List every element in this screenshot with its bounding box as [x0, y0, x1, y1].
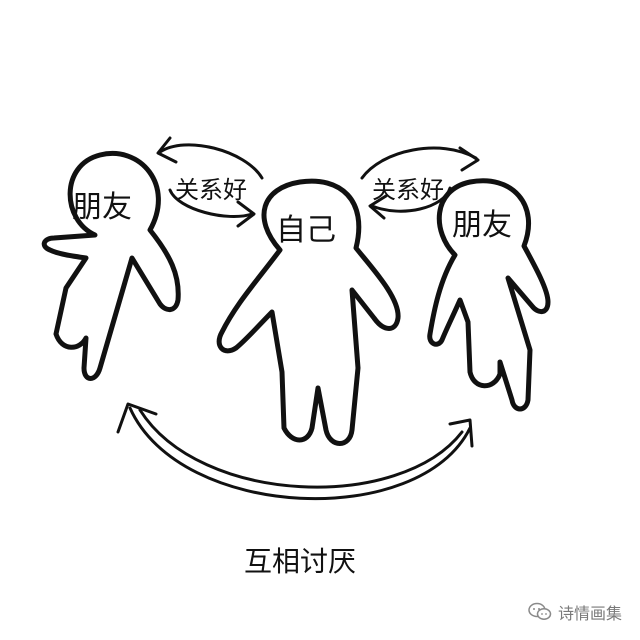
- arrow-left-bottom-head: [236, 200, 256, 228]
- arrow-bottom-arc-outer: [128, 406, 472, 501]
- arrow-right-bottom-head: [368, 194, 388, 220]
- figure-left-outline: [41, 151, 181, 381]
- arrow-bottom-left-head: [116, 402, 158, 434]
- chat-bubble-icon: [528, 602, 552, 620]
- relation-left-label: 关系好: [175, 176, 247, 204]
- watermark-text: 诗情画集: [557, 604, 622, 623]
- arrow-bottom-right-head: [448, 418, 474, 448]
- figure-center-label: 自己: [276, 213, 336, 248]
- arrow-right-top-head: [458, 146, 480, 172]
- figure-right-outline: [427, 178, 551, 412]
- figure-left-label: 朋友: [72, 190, 132, 225]
- arrow-right-top-curve: [360, 146, 478, 180]
- arrow-bottom-arc-inner: [138, 408, 464, 489]
- figure-right-label: 朋友: [452, 208, 512, 243]
- arrow-left-bottom-curve: [168, 188, 254, 218]
- watermark: 诗情画集: [528, 600, 622, 624]
- arrow-left-top-curve: [158, 143, 264, 180]
- relation-right-label: 关系好: [372, 176, 444, 204]
- arrow-left-top-head: [156, 136, 178, 164]
- figure-center-outline: [216, 178, 401, 446]
- arrow-right-bottom-curve: [370, 186, 452, 213]
- relation-bottom-label: 互相讨厌: [244, 545, 357, 578]
